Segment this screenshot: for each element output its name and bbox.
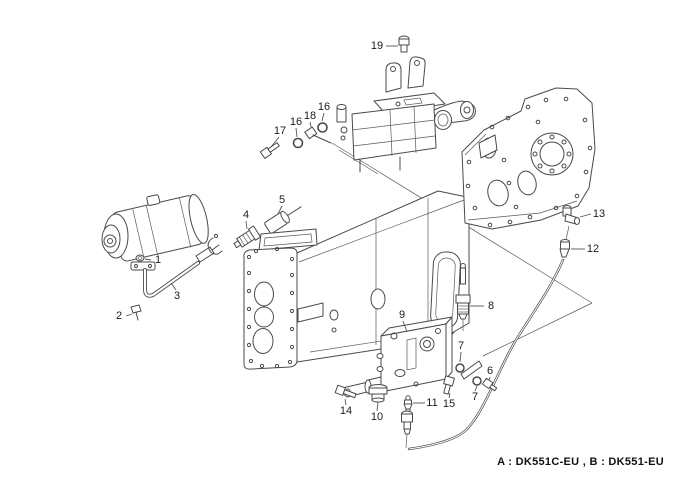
hydraulic-hose <box>409 260 563 449</box>
callout-12-6: 12 <box>587 243 599 255</box>
hose-end-fitting <box>402 411 413 448</box>
adapter-fitting <box>232 226 261 251</box>
bolt-14 <box>335 385 357 399</box>
callout-9-12: 9 <box>399 309 405 321</box>
transmission-case <box>244 191 469 369</box>
connector-sleeve <box>264 201 305 234</box>
oring-16-right <box>318 123 327 132</box>
leader-line-3 <box>171 283 176 290</box>
oring-16-left <box>294 139 303 148</box>
leader-line-14 <box>345 399 346 405</box>
callout-4-8: 4 <box>243 209 249 221</box>
bolt-17 <box>260 141 280 158</box>
fitting-8 <box>456 264 470 332</box>
leader-line-16 <box>296 128 297 137</box>
leader-line-6 <box>489 377 490 380</box>
leader-line-7 <box>475 386 477 391</box>
callout-7-16: 7 <box>472 391 478 403</box>
nipple-11 <box>404 396 412 412</box>
callout-8-13: 8 <box>488 300 494 312</box>
valve-block-9 <box>338 317 452 397</box>
callout-6-15: 6 <box>487 365 493 377</box>
callout-16-2: 16 <box>290 116 302 128</box>
leader-line-9 <box>403 321 407 332</box>
oring-7-lower <box>473 377 481 385</box>
callout-7-14: 7 <box>458 340 464 352</box>
leader-line-16 <box>322 113 324 121</box>
plug-19 <box>399 36 409 52</box>
flange-bolt-circle <box>533 135 571 173</box>
leader-line-1 <box>145 259 151 260</box>
callout-10-18: 10 <box>371 411 383 423</box>
callout-3-10: 3 <box>174 290 180 302</box>
elbow-fitting-13 <box>563 206 580 241</box>
leader-line-10 <box>377 402 378 411</box>
oring-7-upper <box>456 364 464 372</box>
flange-bolt <box>131 305 141 320</box>
control-valve-assembly <box>337 57 475 172</box>
bolt-15 <box>441 376 454 395</box>
leader-line-2 <box>126 314 132 316</box>
callout-11-19: 11 <box>426 397 437 409</box>
leader-line-7 <box>460 352 461 362</box>
callout-15-20: 15 <box>443 398 455 410</box>
callout-16-4: 16 <box>318 101 330 113</box>
leader-line-17 <box>271 137 279 147</box>
leader-line-13 <box>580 214 591 217</box>
callout-1-9: 1 <box>155 254 161 266</box>
dowel-pin <box>461 361 482 379</box>
screw-6 <box>482 378 497 392</box>
callout-5-7: 5 <box>279 194 285 206</box>
leader-line-15 <box>449 393 450 398</box>
callout-18-3: 18 <box>304 110 316 122</box>
callout-13-5: 13 <box>593 208 605 220</box>
hydraulic-pump <box>102 185 212 263</box>
model-note: A : DK551C-EU , B : DK551-EU <box>497 456 664 468</box>
rod-18 <box>305 127 331 143</box>
callout-19-0: 19 <box>371 40 383 52</box>
leader-line-4 <box>246 221 247 229</box>
engine-block <box>462 88 595 229</box>
pipe-clamp-bracket <box>208 234 222 254</box>
leader-line-5 <box>278 206 282 214</box>
hose-fitting-12 <box>560 240 570 258</box>
callout-2-11: 2 <box>116 310 122 322</box>
fitting-10 <box>369 385 387 403</box>
pump-port-fitting <box>131 255 155 270</box>
callout-14-17: 14 <box>340 405 352 417</box>
leader-line-18 <box>310 122 311 127</box>
bolt-holes <box>247 247 293 367</box>
callout-17-1: 17 <box>274 125 286 137</box>
block-bolt-holes <box>466 97 592 227</box>
